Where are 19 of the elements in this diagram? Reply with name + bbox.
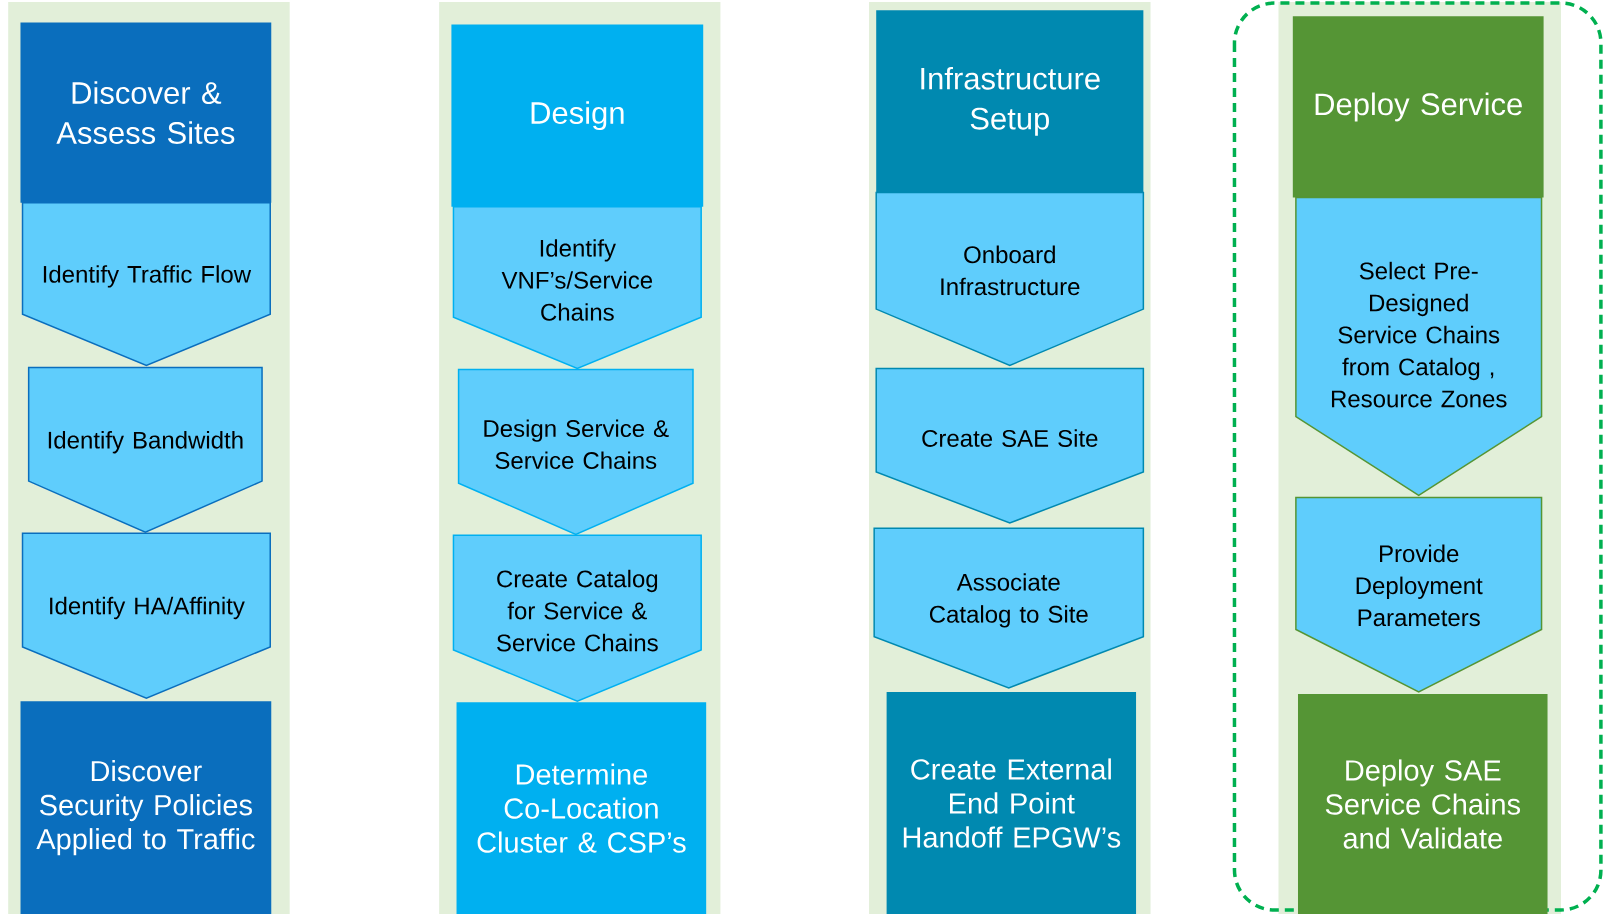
- chevron-step: Identify HA/Affinity: [21, 532, 271, 699]
- result-box: Determine Co-Location Cluster & CSP’s: [456, 702, 707, 914]
- chevron-step: Identify Bandwidth: [27, 366, 263, 534]
- chevron-step: Create Catalog for Service & Service Chains: [452, 534, 702, 702]
- chevron-step: Design Service & Service Chains: [457, 368, 694, 536]
- chevron-step: Create SAE Site: [875, 367, 1145, 524]
- stage-header: Discover & Assess Sites: [20, 22, 272, 203]
- stage-header: Deploy Service: [1292, 16, 1544, 198]
- chevron-step: Select Pre-Designed Service Chains from Catalog , Resource Zones: [1295, 196, 1543, 497]
- chevron-step: Onboard Infrastructure: [875, 191, 1145, 367]
- chevron-step: Identify VNF’s/Service Chains: [452, 206, 702, 370]
- chevron-step: Identify Traffic Flow: [21, 201, 271, 367]
- stage-header: Design: [451, 24, 704, 207]
- chevron-step: Provide Deployment Parameters: [1295, 496, 1543, 693]
- stage-header: Infrastructure Setup: [876, 10, 1144, 193]
- result-box: Deploy SAE Service Chains and Validate: [1297, 693, 1548, 914]
- result-box: Discover Security Policies Applied to Traffic: [20, 701, 272, 914]
- result-box: Create External End Point Handoff EPGW’s: [886, 691, 1137, 914]
- chevron-step: Associate Catalog to Site: [873, 527, 1145, 689]
